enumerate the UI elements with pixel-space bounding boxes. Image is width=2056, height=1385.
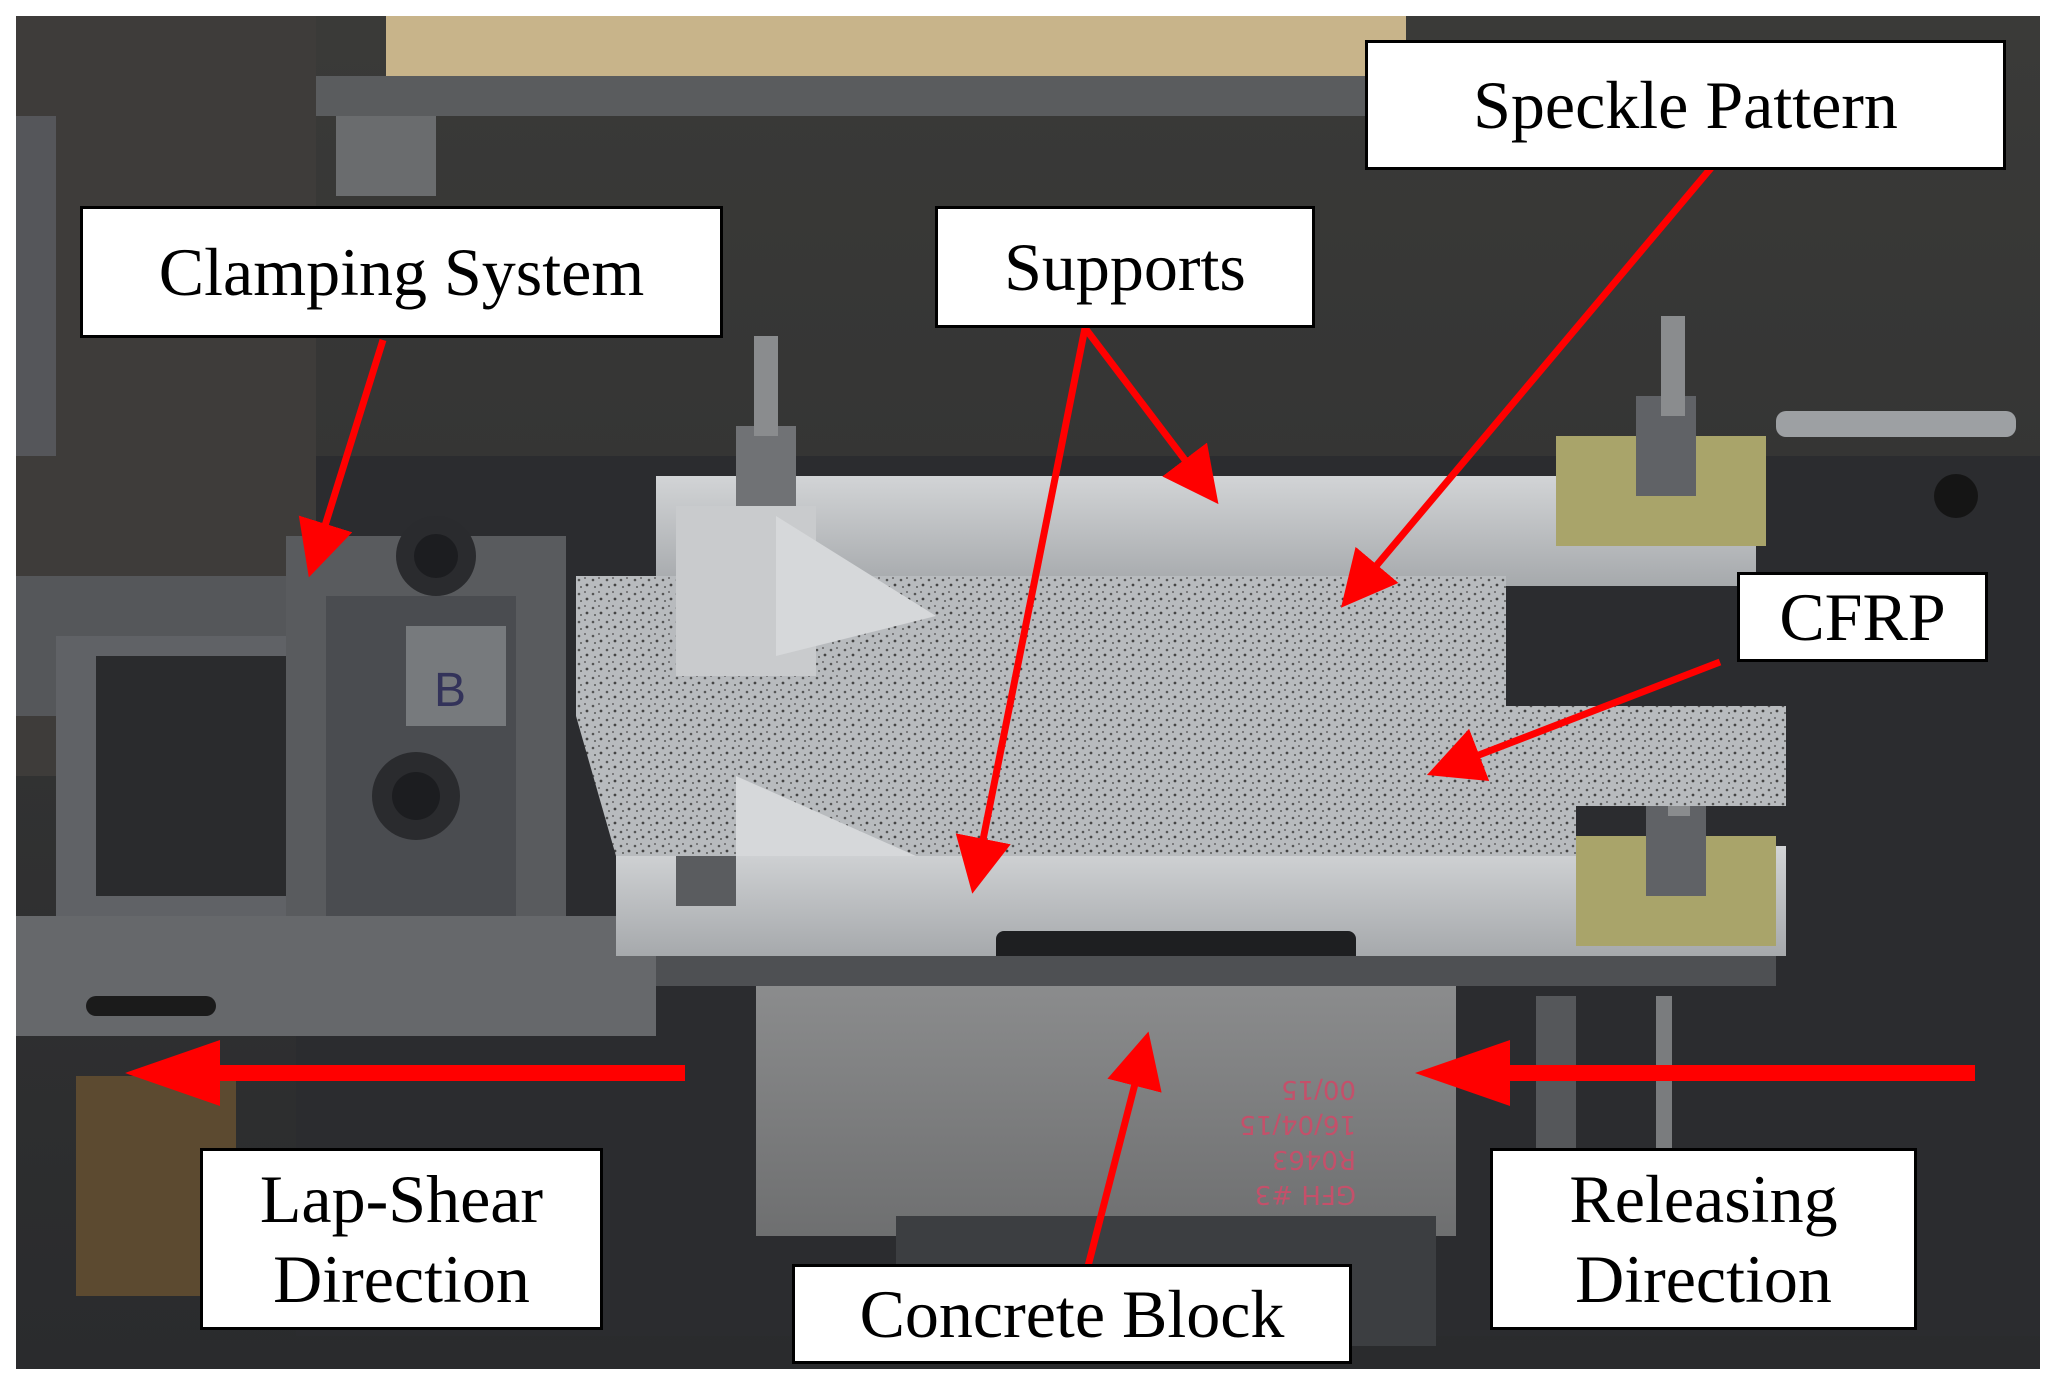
arrow-releasing-head — [1415, 1040, 1510, 1106]
label-speckle-pattern-text: Speckle Pattern — [1473, 66, 1898, 143]
label-releasing-line1: Releasing — [1569, 1160, 1838, 1237]
arrow-concrete — [1082, 1031, 1162, 1275]
block-mark-2: R0463 — [1272, 1144, 1356, 1174]
label-lap-shear-line1: Lap-Shear — [259, 1160, 544, 1237]
label-cfrp-text: CFRP — [1779, 578, 1946, 655]
block-mark-4: 00/15 — [1281, 1074, 1356, 1104]
label-supports-text: Supports — [1004, 228, 1246, 305]
arrow-supports-lower — [955, 327, 1089, 894]
label-releasing-direction: Releasing Direction — [1490, 1148, 1917, 1330]
arrow-clamping — [298, 338, 387, 578]
label-lap-shear-line2: Direction — [273, 1241, 530, 1317]
label-speckle-pattern: Speckle Pattern — [1365, 40, 2006, 170]
arrow-speckle — [1340, 165, 1714, 608]
label-releasing-line2: Direction — [1575, 1241, 1832, 1317]
label-lap-shear-direction: Lap-Shear Direction — [200, 1148, 603, 1330]
label-supports: Supports — [935, 206, 1315, 328]
label-clamping-system-text: Clamping System — [158, 233, 645, 310]
label-clamping-system: Clamping System — [80, 206, 723, 338]
clamp-letter: B — [434, 664, 466, 717]
arrow-supports-upper — [1082, 325, 1219, 505]
arrow-lap-shear-head — [125, 1040, 220, 1106]
arrow-cfrp — [1426, 658, 1722, 782]
label-concrete-block-text: Concrete Block — [859, 1275, 1285, 1352]
label-cfrp: CFRP — [1737, 572, 1988, 662]
label-concrete-block: Concrete Block — [792, 1264, 1352, 1364]
block-mark-1: GFH #3 — [1255, 1179, 1356, 1209]
block-mark-3: 16/04/15 — [1239, 1109, 1356, 1139]
